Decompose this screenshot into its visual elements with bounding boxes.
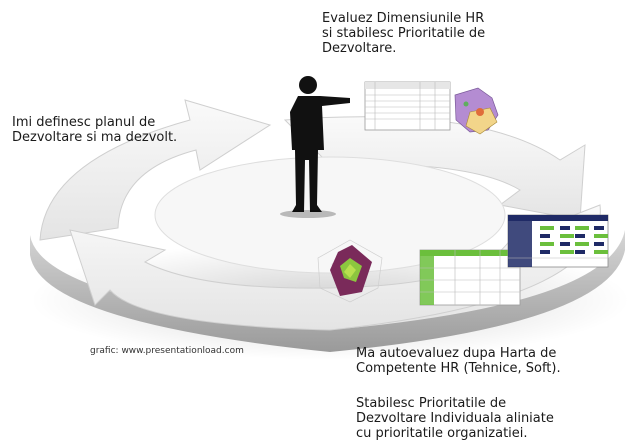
ring-arrow-sides [30,230,625,352]
caption-set-priorities: Stabilesc Prioritatile de Dezvoltare Ind… [356,396,554,441]
radar-chart-icon [317,239,383,303]
competence-table-icon [364,81,451,131]
presenter-shadow [280,210,336,218]
caption-evaluate-hr-dimensions: Evaluez Dimensiunile HR si stabilesc Pri… [322,11,486,56]
caption-self-assessment: Ma autoevaluez dupa Harta de Competente … [356,346,561,376]
arrow-left [39,99,272,241]
competence-matrix-icon [419,249,521,306]
region-map-icon [454,87,499,135]
presenter-silhouette-icon [290,76,350,212]
caption-define-development-plan: Imi definesc planul de Dezvoltare si ma … [12,115,178,145]
graphic-credit: grafic: www.presentationload.com [90,346,244,356]
assessment-dashboard-icon [507,214,609,268]
